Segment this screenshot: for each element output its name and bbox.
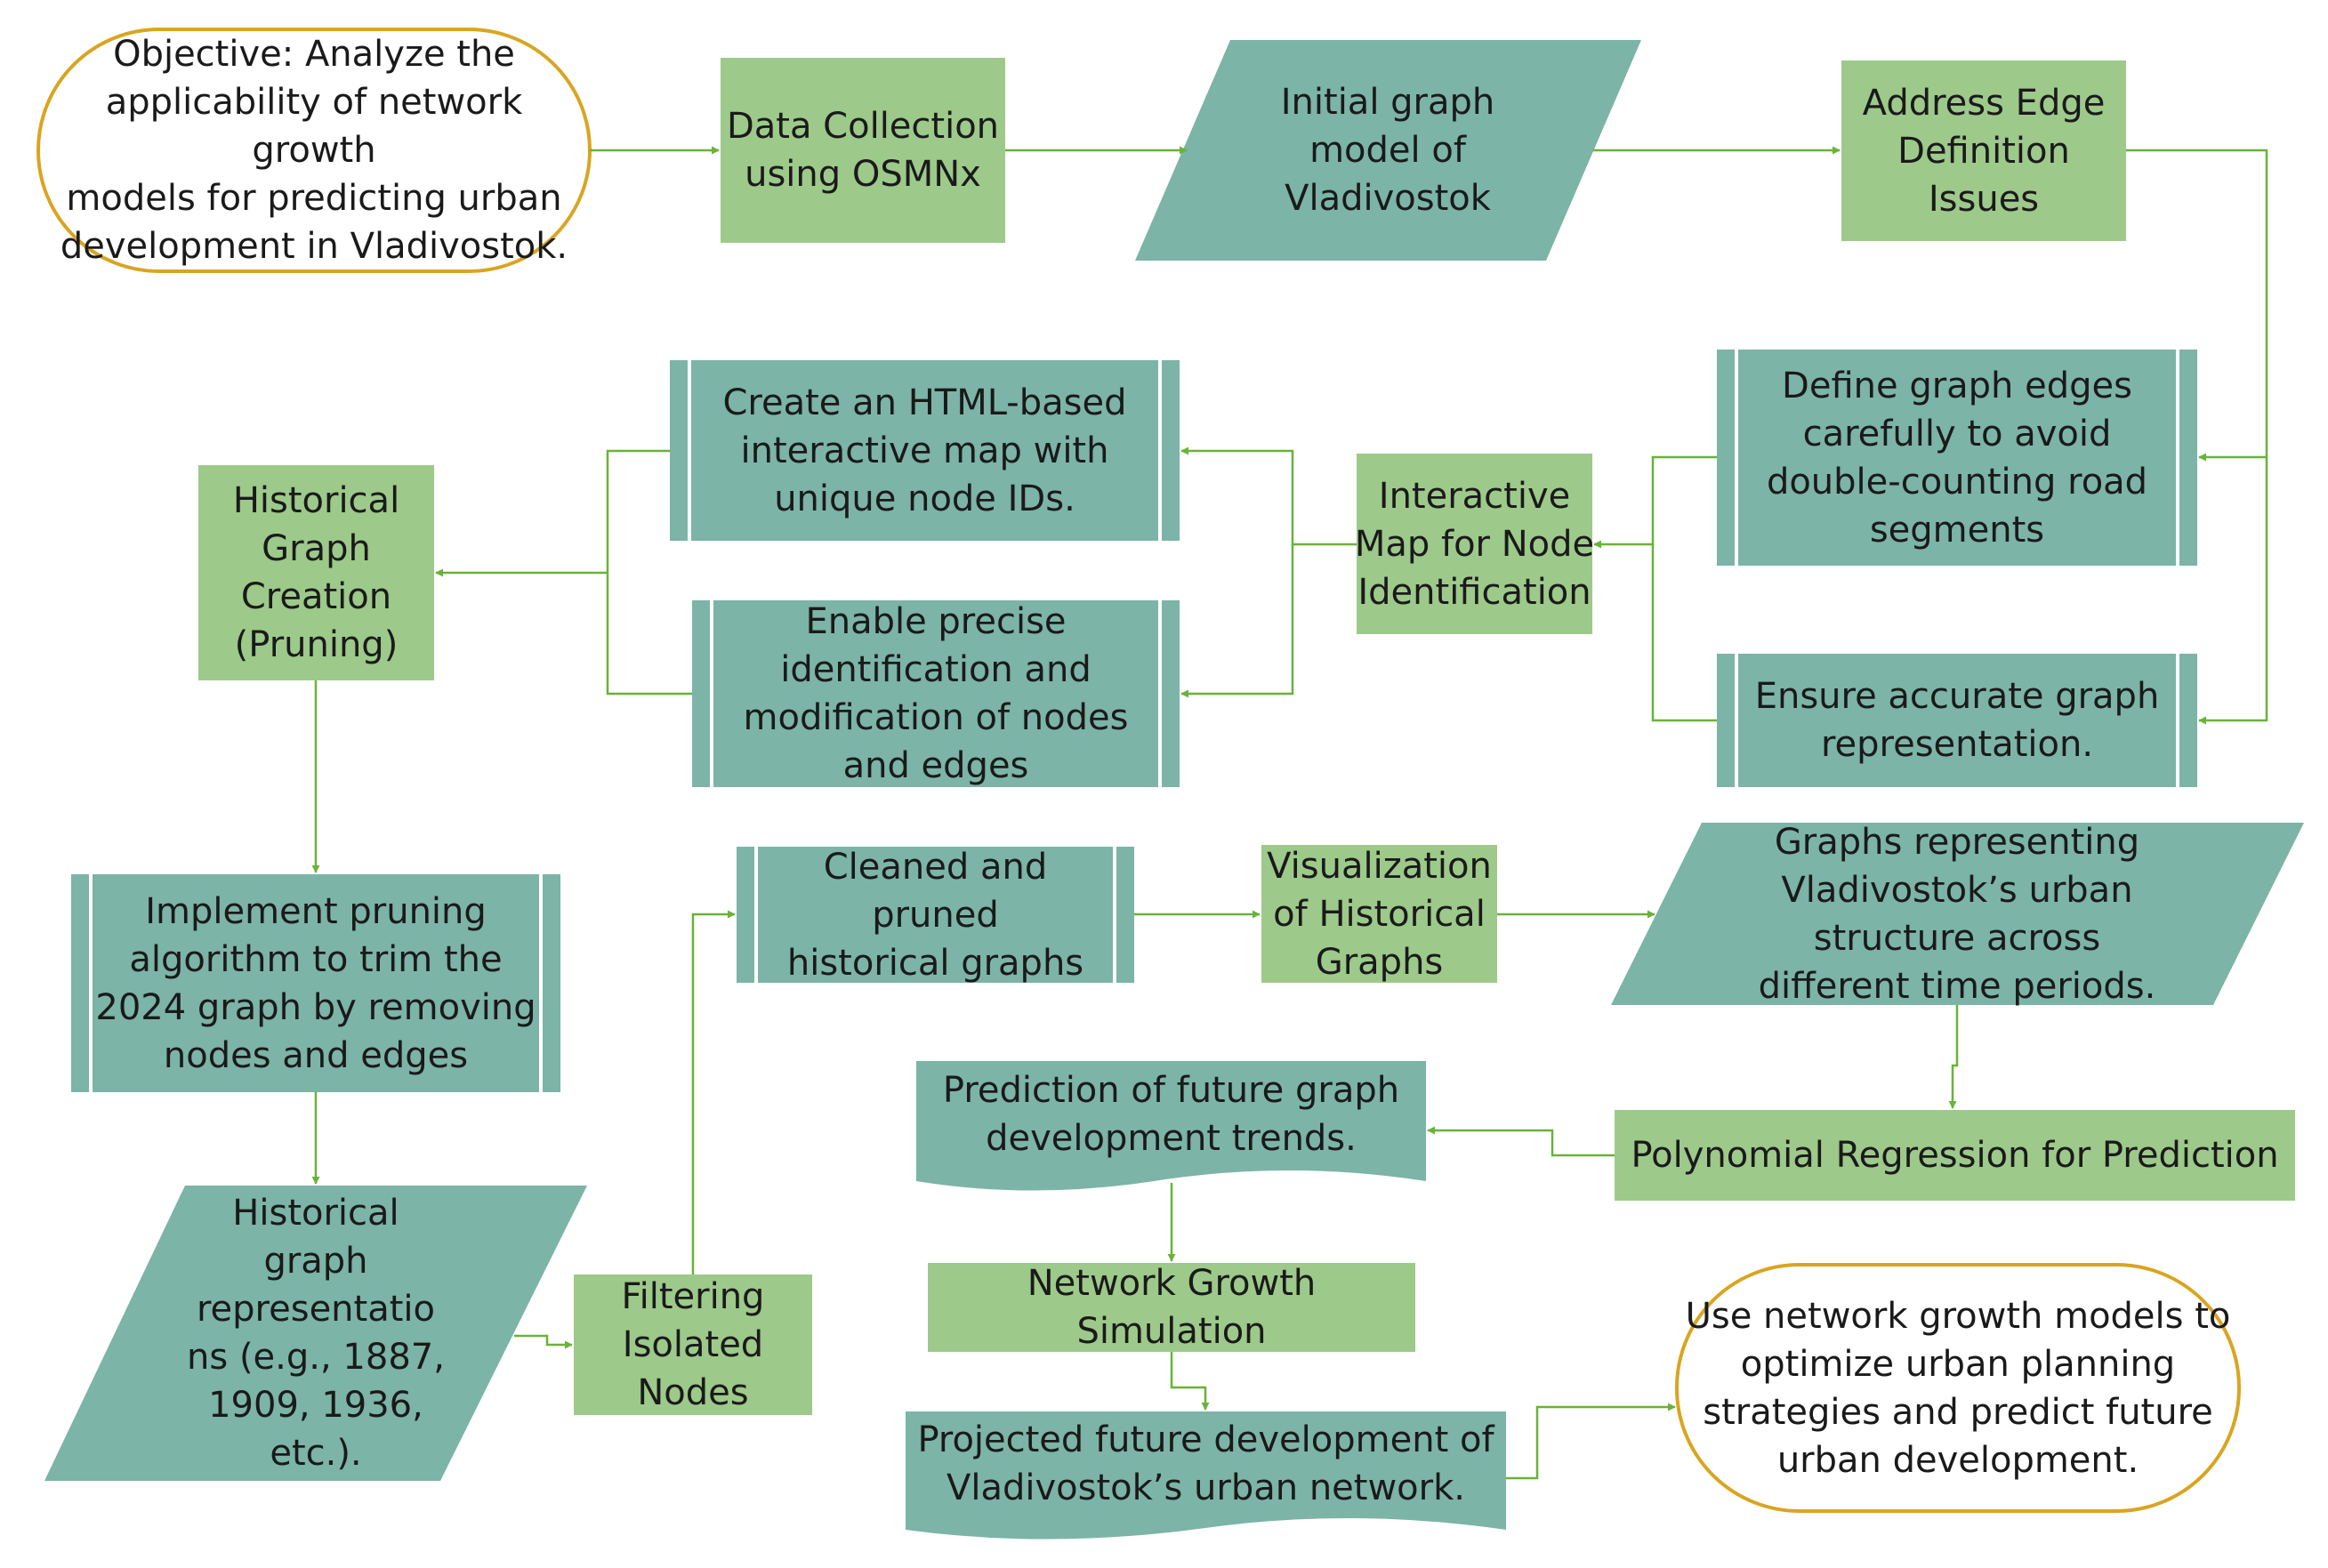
arrow-create-html-to-historical-creation	[435, 449, 670, 577]
address-edge-text: Address Edge Definition Issues	[1862, 82, 2106, 220]
implement-pruning-text: Implement pruning algorithm to trim the …	[95, 890, 536, 1076]
arrow-polynomial-to-prediction	[1427, 1126, 1615, 1157]
polynomial-text: Polynomial Regression for Prediction	[1631, 1135, 2279, 1176]
arrow-projected-to-use-models	[1506, 1403, 1676, 1480]
historical-creation-text: Historical Graph Creation (Pruning)	[232, 480, 400, 665]
use-models-terminal	[1675, 1263, 2241, 1513]
simulation-text: Network Growth Simulation	[1027, 1263, 1317, 1352]
data-collection-box	[721, 58, 1005, 243]
historical-creation-box	[198, 465, 434, 680]
arrow-simulation-to-projected	[1170, 1352, 1210, 1411]
polynomial-box	[1615, 1110, 2295, 1201]
arrow-define-edges-to-interactive-map	[1593, 455, 1717, 549]
create-html-text: Create an HTML-based interactive map wit…	[722, 382, 1127, 519]
filtering-box	[574, 1275, 812, 1415]
simulation-box	[928, 1263, 1415, 1352]
interactive-map-box	[1357, 454, 1592, 634]
initial-graph-text: Initial graph model of Vladivostok	[1280, 82, 1495, 219]
enable-precise-box	[692, 600, 1180, 787]
graphs-repr-text: Graphs representing Vladivostok’s urban …	[1758, 821, 2156, 1007]
prediction-document	[916, 1061, 1426, 1191]
cleaned-text: Cleaned and pruned historical graphs	[786, 846, 1084, 984]
create-html-box	[670, 360, 1180, 541]
prediction-text: Prediction of future graph development t…	[942, 1070, 1400, 1159]
use-models-text: Use network growth models to optimize ur…	[1685, 1295, 2231, 1481]
arrow-address-edge-to-ensure-accurate	[2198, 457, 2268, 725]
arrow-address-edge-to-define-edges	[2126, 149, 2268, 462]
graphs-repr-parallelogram	[1611, 823, 2304, 1005]
address-edge-box	[1841, 60, 2126, 241]
define-edges-box	[1717, 350, 2197, 566]
connector-enable-precise-to-historical-creation	[606, 573, 692, 696]
initial-graph-parallelogram	[1135, 40, 1641, 261]
define-edges-text: Define graph edges carefully to avoid do…	[1766, 365, 2148, 551]
arrow-historical-repr-to-filtering	[514, 1334, 573, 1349]
interactive-map-text: Interactive Map for Node Identification	[1354, 475, 1595, 613]
arrow-interactive-map-to-create-html	[1180, 446, 1357, 546]
ensure-accurate-text: Ensure accurate graph representation.	[1754, 676, 2160, 765]
visualization-text: Visualization of Historical Graphs	[1267, 845, 1492, 983]
objective-text: Objective: Analyze the applicability of …	[60, 34, 568, 267]
historical-repr-parallelogram	[44, 1186, 587, 1481]
enable-precise-text: Enable precise identification and modifi…	[743, 601, 1129, 786]
visualization-box	[1261, 845, 1497, 983]
arrow-interactive-map-to-enable-precise	[1180, 544, 1294, 698]
arrow-graphs-repr-to-polynomial	[1948, 1005, 1959, 1109]
projected-document	[906, 1411, 1506, 1540]
connector-ensure-accurate-to-interactive-map	[1651, 544, 1717, 722]
implement-pruning-box	[71, 874, 560, 1092]
ensure-accurate-box	[1717, 654, 2197, 787]
filtering-text: Filtering Isolated Nodes	[621, 1276, 765, 1413]
arrow-filtering-to-cleaned	[691, 910, 736, 1275]
historical-repr-text: Historical graph representatio ns (e.g.,…	[187, 1193, 445, 1474]
projected-text: Projected future development of Vladivos…	[917, 1419, 1494, 1508]
cleaned-box	[737, 847, 1134, 983]
data-collection-text: Data Collection using OSMNx	[726, 106, 1000, 195]
